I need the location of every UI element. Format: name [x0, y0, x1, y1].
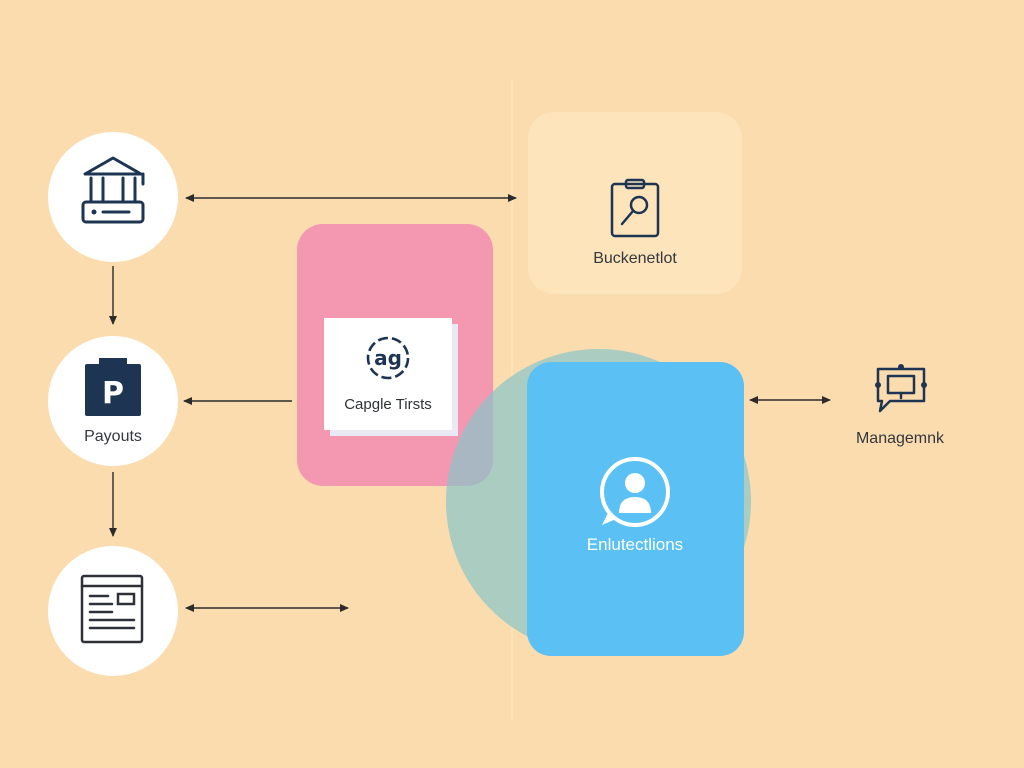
document-node[interactable] [48, 546, 178, 676]
svg-text:ag: ag [374, 346, 402, 370]
clipboard-search-icon [610, 178, 660, 238]
bank-node[interactable] [48, 132, 178, 262]
gear-link-icon: ag [366, 336, 410, 380]
search-panel-label: Buckenetlot [593, 250, 677, 267]
user-panel-label: Enlutectlions [586, 535, 684, 554]
capgle-card[interactable]: ag Capgle Tirsts [324, 318, 452, 430]
bank-icon [81, 156, 145, 224]
document-icon [80, 574, 144, 644]
p-tag-icon: P [85, 358, 141, 416]
payouts-label: Payouts [84, 428, 142, 445]
svg-text:P: P [102, 376, 124, 411]
payouts-node[interactable]: P Payouts [48, 336, 178, 466]
card-label: Capgle Tirsts [344, 396, 432, 413]
user-chat-icon [600, 457, 670, 527]
management-label: Managemnk [855, 430, 945, 447]
search-panel [528, 112, 742, 294]
monitor-chat-icon [875, 364, 927, 413]
